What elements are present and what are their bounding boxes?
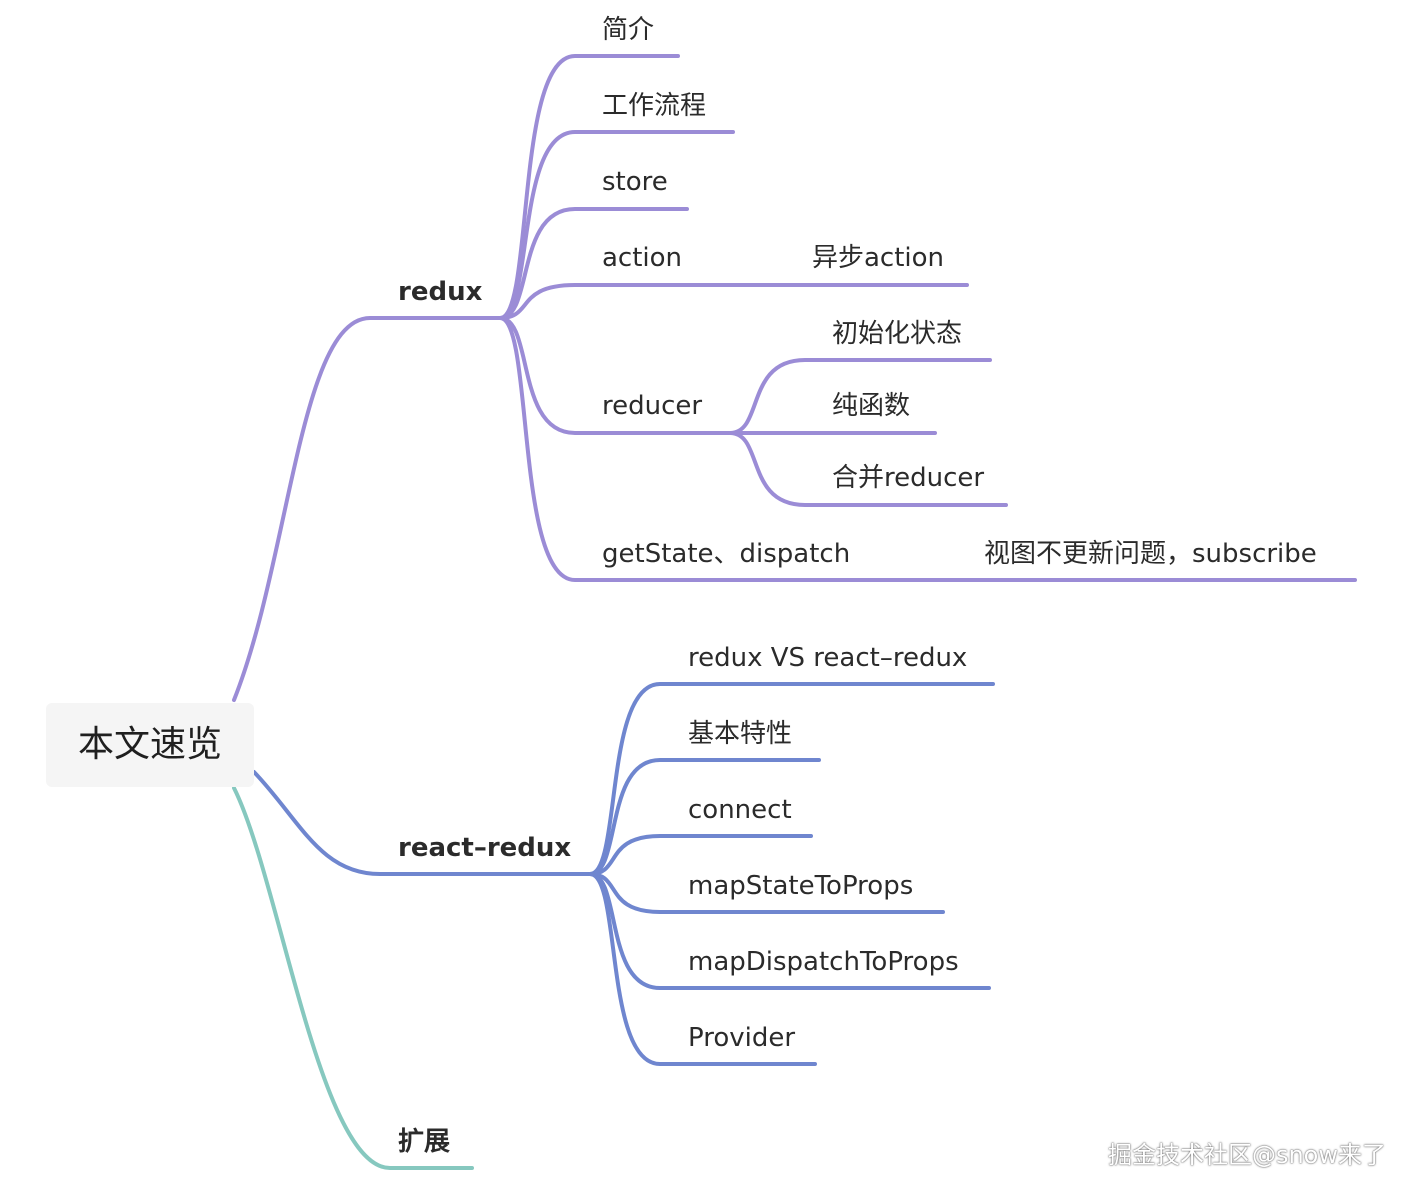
edge-rr-provider — [588, 872, 817, 1066]
edge-rr-features — [588, 758, 821, 876]
node-mapstatetoprops[interactable]: mapStateToProps — [688, 871, 914, 901]
edge-redux-reducer — [498, 316, 732, 435]
react-redux-branch-lines — [252, 682, 995, 1066]
node-store[interactable]: store — [602, 167, 668, 197]
node-redux-vs-react-redux[interactable]: redux VS react–redux — [688, 643, 968, 673]
node-mapdispatchtoprops[interactable]: mapDispatchToProps — [688, 947, 959, 977]
edge-redux-getstate — [498, 316, 1357, 582]
node-reducer[interactable]: reducer — [602, 391, 703, 421]
edge-rr-mapstate — [588, 872, 945, 914]
root-node[interactable]: 本文速览 — [46, 703, 254, 787]
node-async-action[interactable]: 异步action — [812, 243, 945, 273]
node-workflow[interactable]: 工作流程 — [602, 91, 707, 121]
edge-redux-workflow — [498, 130, 735, 320]
node-action[interactable]: action — [602, 243, 683, 273]
node-getstate-dispatch[interactable]: getState、dispatch — [602, 539, 851, 569]
node-extension[interactable]: 扩展 — [398, 1127, 451, 1157]
node-pure-function[interactable]: 纯函数 — [832, 391, 911, 421]
extension-branch-lines — [232, 786, 474, 1170]
edge-reducer-combine — [728, 431, 1008, 507]
edge-root-extension — [232, 786, 474, 1170]
edge-rr-connect — [588, 834, 813, 876]
node-redux[interactable]: redux — [398, 277, 483, 307]
redux-branch-lines — [232, 54, 1357, 702]
edge-rr-vs — [588, 682, 995, 876]
edge-root-react-redux — [252, 770, 592, 876]
node-provider[interactable]: Provider — [688, 1023, 796, 1053]
node-subscribe[interactable]: 视图不更新问题，subscribe — [984, 539, 1317, 569]
watermark: 掘金技术社区@snow来了 — [1107, 1141, 1386, 1169]
root-node-label: 本文速览 — [77, 724, 222, 765]
edge-root-redux — [232, 316, 502, 702]
node-basic-features[interactable]: 基本特性 — [688, 719, 793, 749]
node-connect[interactable]: connect — [688, 795, 792, 825]
node-init-state[interactable]: 初始化状态 — [832, 319, 963, 349]
node-intro[interactable]: 简介 — [602, 15, 655, 45]
node-combine-reducer[interactable]: 合并reducer — [832, 463, 985, 493]
edge-redux-action — [498, 283, 969, 320]
node-react-redux[interactable]: react–redux — [398, 833, 572, 863]
edge-redux-store — [498, 207, 689, 320]
edge-reducer-init — [728, 358, 992, 435]
